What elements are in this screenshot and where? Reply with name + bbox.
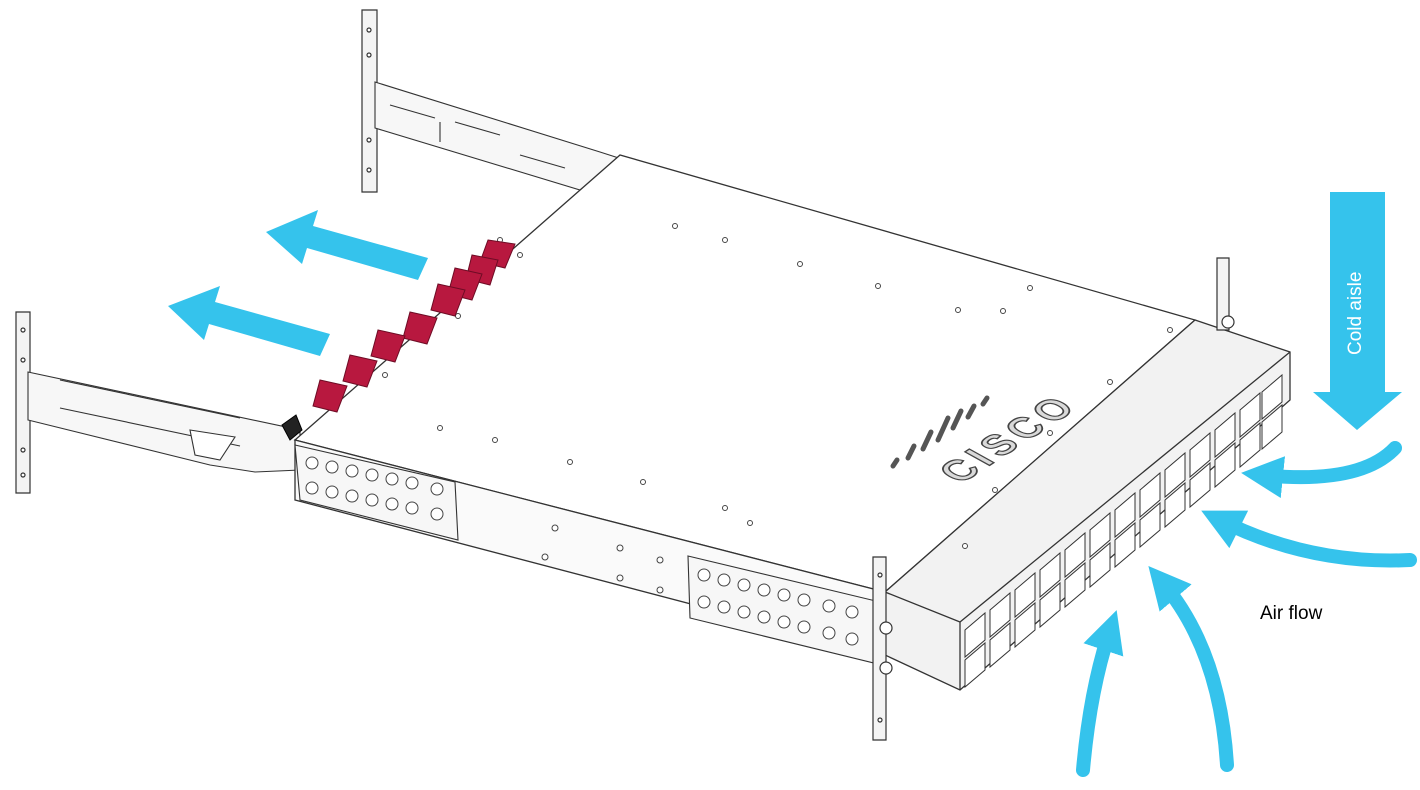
intake-arrow-icon	[1241, 441, 1402, 499]
exhaust-arrows	[168, 210, 428, 356]
exhaust-arrow-icon	[266, 210, 428, 280]
bracket-screw-holes	[305, 456, 859, 646]
fan-module	[312, 239, 516, 413]
intake-arrows	[1076, 441, 1417, 777]
fan-modules	[281, 239, 516, 441]
rear-left-rail	[374, 81, 627, 191]
intake-arrow-icon	[1201, 510, 1417, 568]
fan-handle	[281, 414, 303, 441]
cisco-logo-bars-icon	[890, 395, 990, 469]
exhaust-arrow-icon	[168, 286, 330, 356]
intake-arrow-icon	[1076, 610, 1124, 777]
air-flow-label: Air flow	[1260, 603, 1323, 624]
chassis-screws	[382, 223, 1173, 549]
rear-right-rack-post	[1216, 257, 1235, 331]
rear-left-rack-post	[361, 9, 378, 193]
front-left-rack-post	[15, 311, 31, 494]
front-panel-ports	[964, 373, 1283, 689]
cold-aisle-arrow-icon	[1313, 192, 1402, 430]
intake-arrow-icon	[1148, 566, 1234, 772]
front-right-rack-post	[872, 556, 893, 741]
cold-aisle-label: Cold aisle	[1345, 271, 1366, 355]
front-left-rail	[27, 371, 301, 473]
